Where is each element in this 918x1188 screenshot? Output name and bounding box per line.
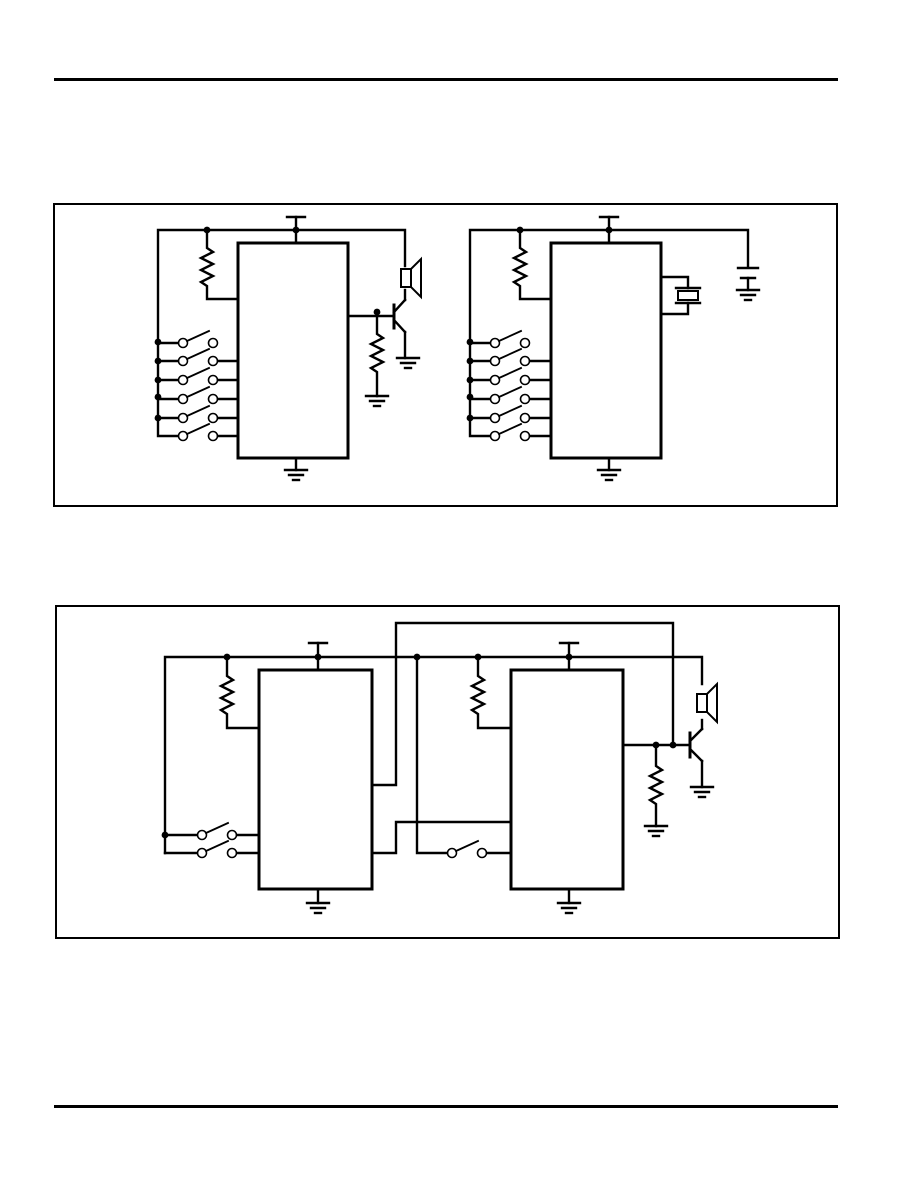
key-switch [489, 386, 531, 405]
fig1-right-circuit [466, 215, 761, 482]
ic-chip-2 [509, 668, 625, 891]
key-switch [489, 367, 531, 386]
key-switch [489, 348, 531, 367]
resistor [469, 655, 513, 730]
ic-chip [549, 241, 663, 460]
ground-symbol [364, 394, 390, 408]
ground-symbol [689, 785, 715, 799]
figure-1-frame [53, 203, 838, 507]
ground-symbol [283, 468, 309, 482]
top-rule [54, 78, 838, 81]
key-switch [177, 367, 219, 386]
ic-chip-1 [257, 668, 374, 891]
crystal-icon [659, 275, 702, 316]
key-switch [177, 348, 219, 367]
key-switch [196, 822, 238, 841]
resistor [511, 228, 553, 301]
key-switch [489, 330, 531, 349]
fig1-left-circuit [154, 215, 422, 482]
ground-symbol [735, 288, 761, 302]
fig2-circuit [161, 621, 718, 915]
key-switch [177, 330, 219, 349]
key-switch [177, 405, 219, 424]
transistor-icon [392, 288, 407, 360]
key-switch [177, 423, 219, 442]
speaker-icon [696, 683, 718, 723]
ground-symbol [305, 901, 331, 915]
ground-symbol [556, 901, 582, 915]
resistor [198, 228, 240, 301]
key-switch [196, 840, 238, 859]
key-switch [177, 386, 219, 405]
battery-icon [736, 266, 760, 292]
ground-symbol [596, 468, 622, 482]
resistor [647, 743, 665, 828]
resistor [218, 655, 261, 730]
key-switch [489, 405, 531, 424]
ic-chip [236, 241, 350, 460]
figure-2-frame [55, 605, 840, 939]
resistor [368, 310, 386, 398]
key-switch [489, 423, 531, 442]
bottom-rule [54, 1105, 838, 1108]
transistor-icon [688, 718, 704, 789]
ground-symbol [395, 356, 421, 370]
key-switch [446, 840, 488, 859]
ground-symbol [643, 824, 669, 838]
